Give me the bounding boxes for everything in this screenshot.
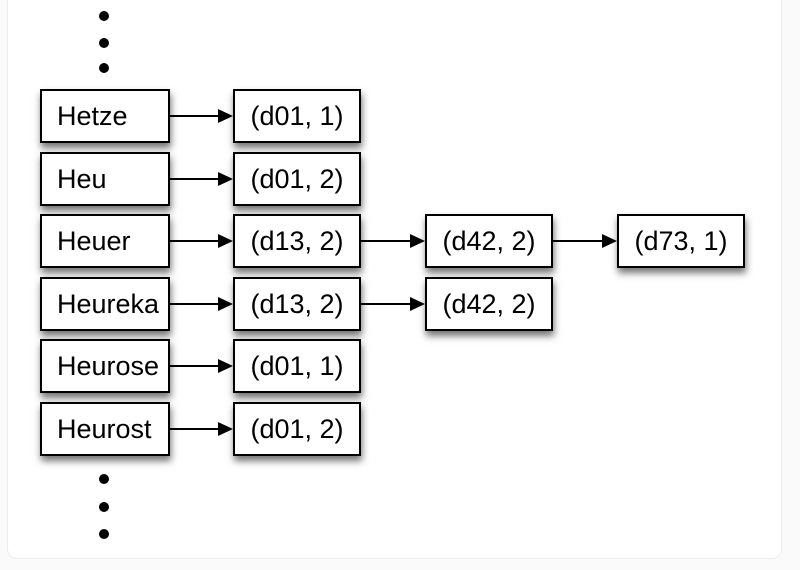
posting-box: (d01, 2) <box>233 402 361 456</box>
index-row: Heurost (d01, 2) <box>40 402 361 456</box>
term-box: Heurost <box>40 402 170 456</box>
term-box: Hetze <box>40 89 170 143</box>
arrow-right-icon <box>170 214 233 268</box>
index-row: Heu (d01, 2) <box>40 152 361 206</box>
ellipsis-dot <box>99 529 109 539</box>
arrow-right-icon <box>170 152 233 206</box>
index-row: Heurose (d01, 1) <box>40 339 361 393</box>
ellipsis-dot <box>99 474 109 484</box>
posting-box: (d73, 1) <box>617 214 745 268</box>
arrow-right-icon <box>361 214 425 268</box>
arrow-right-icon <box>361 277 425 331</box>
arrow-right-icon <box>553 214 617 268</box>
posting-box: (d13, 2) <box>233 277 361 331</box>
arrow-right-icon <box>170 89 233 143</box>
index-row: Heureka (d13, 2) (d42, 2) <box>40 277 553 331</box>
term-box: Heuer <box>40 214 170 268</box>
term-box: Heu <box>40 152 170 206</box>
arrow-right-icon <box>170 339 233 393</box>
arrow-right-icon <box>170 277 233 331</box>
ellipsis-dot <box>99 63 109 73</box>
arrow-right-icon <box>170 402 233 456</box>
term-box: Heurose <box>40 339 170 393</box>
ellipsis-dot <box>99 38 109 48</box>
term-box: Heureka <box>40 277 170 331</box>
index-row: Hetze (d01, 1) <box>40 89 361 143</box>
ellipsis-dot <box>99 11 109 21</box>
posting-box: (d01, 2) <box>233 152 361 206</box>
posting-box: (d01, 1) <box>233 89 361 143</box>
posting-box: (d42, 2) <box>425 214 553 268</box>
posting-box: (d42, 2) <box>425 277 553 331</box>
index-row: Heuer (d13, 2) (d42, 2) (d73, 1) <box>40 214 745 268</box>
posting-box: (d01, 1) <box>233 339 361 393</box>
posting-box: (d13, 2) <box>233 214 361 268</box>
ellipsis-dot <box>99 502 109 512</box>
